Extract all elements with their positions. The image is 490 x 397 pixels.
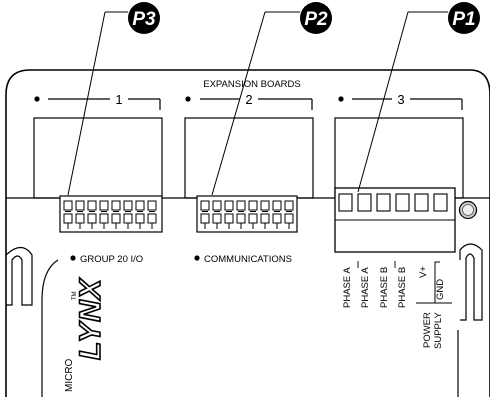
terminal-slot-3 bbox=[376, 193, 391, 212]
callout-p3-label: P3 bbox=[132, 9, 156, 30]
communications-connector-body bbox=[196, 195, 298, 233]
group20-pin-top-7 bbox=[135, 200, 145, 211]
callout-p3-bubble bbox=[128, 2, 160, 34]
label-phase-b: PHASE B bbox=[379, 267, 390, 308]
group20-pin-bottom-1 bbox=[63, 213, 73, 224]
slot-3: 3 bbox=[334, 92, 464, 199]
callout-p2: P2 bbox=[300, 2, 332, 34]
logo-brand: LYNX bbox=[74, 277, 107, 360]
callout-p1-bubble bbox=[448, 2, 480, 34]
slot-3-dot bbox=[338, 96, 344, 102]
group20-pin-bottom-4 bbox=[99, 213, 109, 224]
group20-pin-bottom-8 bbox=[147, 213, 157, 224]
communications-pin-top-2 bbox=[212, 200, 222, 211]
group20-pin-top-2 bbox=[75, 200, 85, 211]
slot-1-number: 1 bbox=[115, 92, 122, 107]
communications-pin-top-3 bbox=[224, 200, 234, 211]
communications-label: COMMUNICATIONS bbox=[204, 254, 292, 265]
communications-connector bbox=[196, 195, 298, 233]
callout-p1: P1 bbox=[448, 2, 480, 34]
label-supply: SUPPLY bbox=[433, 312, 444, 349]
callout-p3: P3 bbox=[128, 2, 160, 34]
mounting-slot-left bbox=[5, 246, 33, 306]
label-phase-a: PHASE A bbox=[342, 267, 353, 308]
label-v-plus: V+ bbox=[418, 266, 429, 278]
group20-pin-top-3 bbox=[87, 200, 97, 211]
group20-pin-bottom-2 bbox=[75, 213, 85, 224]
communications-pin-bottom-7 bbox=[272, 213, 282, 224]
terminal-slot-2 bbox=[357, 193, 372, 212]
callout-p2-pointer bbox=[211, 11, 266, 196]
group20-pin-top-6 bbox=[123, 200, 133, 211]
group20-pin-bottom-7 bbox=[135, 213, 145, 224]
terminal-slot-4 bbox=[395, 193, 410, 212]
group20-pin-top-5 bbox=[111, 200, 121, 211]
label-power: POWER bbox=[422, 312, 433, 348]
indicator-led-inner bbox=[462, 204, 474, 216]
label-phase-a-bar: PHASE A bbox=[360, 267, 371, 308]
power-supply-bracket bbox=[416, 261, 440, 304]
communications-pin-bottom-4 bbox=[236, 213, 246, 224]
expansion-boards-title: EXPANSION BOARDS bbox=[203, 79, 301, 90]
communications-pin-top-7 bbox=[272, 200, 282, 211]
communications-pin-bottom-6 bbox=[260, 213, 270, 224]
label-gnd: GND bbox=[435, 279, 446, 300]
logo-tm: TM bbox=[72, 291, 78, 300]
slot-1-board bbox=[33, 117, 163, 199]
communications-pins bbox=[200, 200, 294, 229]
slot-2-board bbox=[184, 117, 314, 199]
logo: MICRO LYNX TM bbox=[64, 276, 108, 392]
group20-label: GROUP 20 I/O bbox=[80, 254, 143, 265]
communications-pin-top-1 bbox=[200, 200, 210, 211]
callout-p2-label: P2 bbox=[304, 9, 328, 30]
callout-p3-pointer bbox=[67, 11, 106, 196]
group20-pins bbox=[63, 200, 157, 229]
terminal-slot-6 bbox=[433, 193, 448, 212]
callout-p1-label: P1 bbox=[452, 9, 475, 30]
group20-pin-bottom-5 bbox=[111, 213, 121, 224]
board-inner-left bbox=[41, 259, 59, 397]
group20-pin-top-4 bbox=[99, 200, 109, 211]
label-phase-b-bar-group: PHASE B bbox=[394, 261, 408, 308]
communications-pin-bottom-8 bbox=[284, 213, 294, 224]
communications-pin-top-8 bbox=[284, 200, 294, 211]
callout-p2-bubble bbox=[300, 2, 332, 34]
slot-2: 2 bbox=[184, 92, 314, 199]
communications-dot bbox=[194, 255, 200, 261]
terminal-slots bbox=[338, 193, 448, 212]
communications-pin-bottom-1 bbox=[200, 213, 210, 224]
group20-pin-bottom-3 bbox=[87, 213, 97, 224]
terminal-block bbox=[334, 187, 456, 253]
communications-pin-top-6 bbox=[260, 200, 270, 211]
group20-pin-top-8 bbox=[147, 200, 157, 211]
terminal-slot-1 bbox=[338, 193, 353, 212]
group20-connector-body bbox=[59, 195, 163, 233]
communications-pin-top-5 bbox=[248, 200, 258, 211]
communications-pin-bottom-2 bbox=[212, 213, 222, 224]
label-phase-b-bar: PHASE B bbox=[397, 267, 408, 308]
group20-dot bbox=[70, 255, 76, 261]
terminal-slot-5 bbox=[414, 193, 429, 212]
communications-pin-top-4 bbox=[236, 200, 246, 211]
slot-2-dot bbox=[185, 96, 191, 102]
slot-2-number: 2 bbox=[245, 92, 252, 107]
group20-pin-bottom-6 bbox=[123, 213, 133, 224]
slot-1: 1 bbox=[33, 92, 163, 199]
slot-3-number: 3 bbox=[397, 92, 404, 107]
board-outline bbox=[5, 69, 490, 397]
callout-p1-pointer bbox=[357, 11, 409, 193]
communications-pin-bottom-5 bbox=[248, 213, 258, 224]
mounting-slot-right bbox=[459, 243, 483, 321]
label-phase-a-bar-group: PHASE A bbox=[357, 261, 371, 308]
group20-connector bbox=[59, 195, 163, 233]
logo-micro: MICRO bbox=[64, 358, 75, 392]
slot-1-dot bbox=[34, 96, 40, 102]
group20-pin-top-1 bbox=[63, 200, 73, 211]
communications-pin-bottom-3 bbox=[224, 213, 234, 224]
slot-3-board bbox=[334, 117, 464, 199]
